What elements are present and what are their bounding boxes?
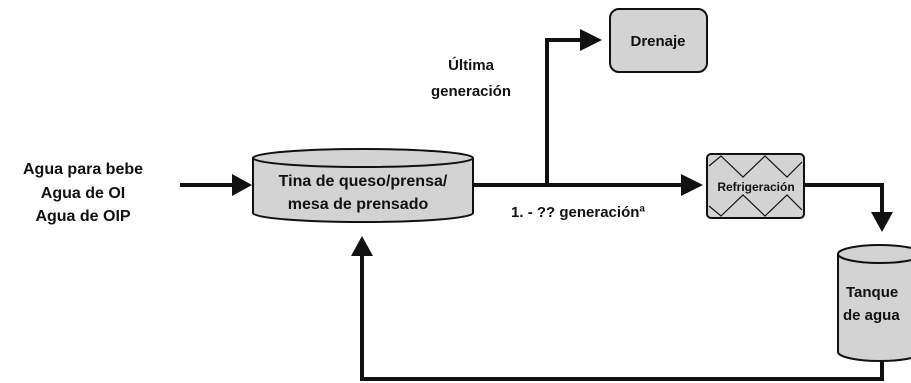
refrigeration-label: Refrigeración xyxy=(717,180,794,194)
arrow-to-drain xyxy=(545,29,602,187)
cheese-vat-node: Tina de queso/prensa/ mesa de prensado xyxy=(252,148,474,223)
cheese-vat-label-line1: Tina de queso/prensa/ xyxy=(279,173,448,190)
water-tank-node: Tanque de agua xyxy=(837,244,911,362)
arrow-vat-to-refrigeration xyxy=(473,174,703,196)
last-generation-line1: Última xyxy=(448,56,495,74)
water-sources-label: Agua para bebe Agua de OI Agua de OIP xyxy=(23,161,143,225)
source-drinking-water: Agua para bebe xyxy=(23,161,143,178)
water-tank-label-line2: de agua xyxy=(843,307,900,324)
source-ro-water: Agua de OI xyxy=(41,185,125,202)
refrigeration-node: Refrigeración xyxy=(706,153,805,219)
drain-node: Drenaje xyxy=(609,8,708,73)
cheese-vat-label-line2: mesa de prensado xyxy=(288,196,429,213)
last-generation-line2: generación xyxy=(431,83,511,100)
last-generation-label: Última generación xyxy=(431,56,511,100)
arrow-tank-return-to-vat xyxy=(351,236,884,381)
arrow-refrigeration-to-tank xyxy=(804,183,893,232)
water-tank-label-line1: Tanque xyxy=(846,284,898,301)
drain-label: Drenaje xyxy=(630,33,685,50)
source-rop-water: Agua de OIP xyxy=(35,208,130,225)
arrow-inputs-to-vat xyxy=(180,174,252,196)
generation-range-label: 1. - ?? generaciónª xyxy=(511,204,645,221)
